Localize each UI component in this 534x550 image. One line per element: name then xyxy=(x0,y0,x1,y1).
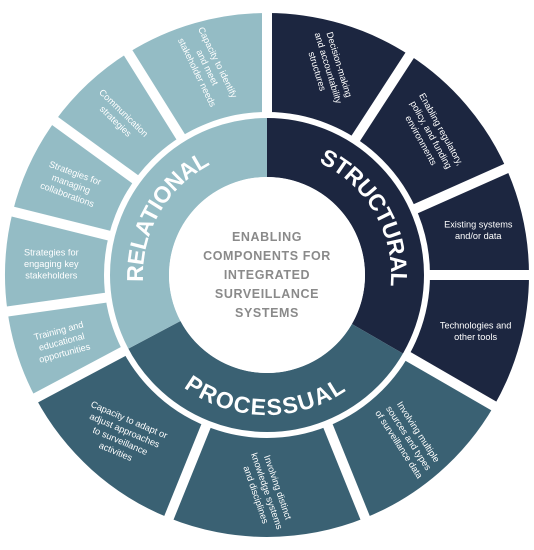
segment-structural-2 xyxy=(355,55,507,210)
inner-sector-relational xyxy=(108,117,267,350)
segment-separator xyxy=(122,48,186,141)
segment-separator xyxy=(323,423,371,522)
inner-ring xyxy=(108,117,425,433)
segment-relational-4 xyxy=(55,52,182,180)
segment-processual-3 xyxy=(35,351,207,518)
segment-separator xyxy=(163,423,211,522)
segment-label-relational-1: Training andeducationalopportunities xyxy=(32,319,92,365)
segment-separator xyxy=(412,163,511,214)
segment-separator xyxy=(351,50,415,142)
ring-separator xyxy=(104,112,430,438)
segment-separator xyxy=(31,346,127,404)
segment-processual-1 xyxy=(327,356,494,518)
segment-relational-1 xyxy=(7,297,124,399)
inner-sector-processual xyxy=(127,321,404,433)
segment-relational-3 xyxy=(12,121,136,236)
segment-separator xyxy=(9,206,112,241)
segment-separator xyxy=(4,292,108,317)
segment-separator xyxy=(50,115,139,184)
center-disc xyxy=(169,177,365,373)
inner-sector-structural xyxy=(267,117,425,354)
segment-relational-2 xyxy=(5,211,110,312)
separators xyxy=(4,11,531,522)
segment-processual-2 xyxy=(168,425,366,537)
segment-structural-3 xyxy=(414,168,529,275)
segment-separator xyxy=(404,351,499,412)
